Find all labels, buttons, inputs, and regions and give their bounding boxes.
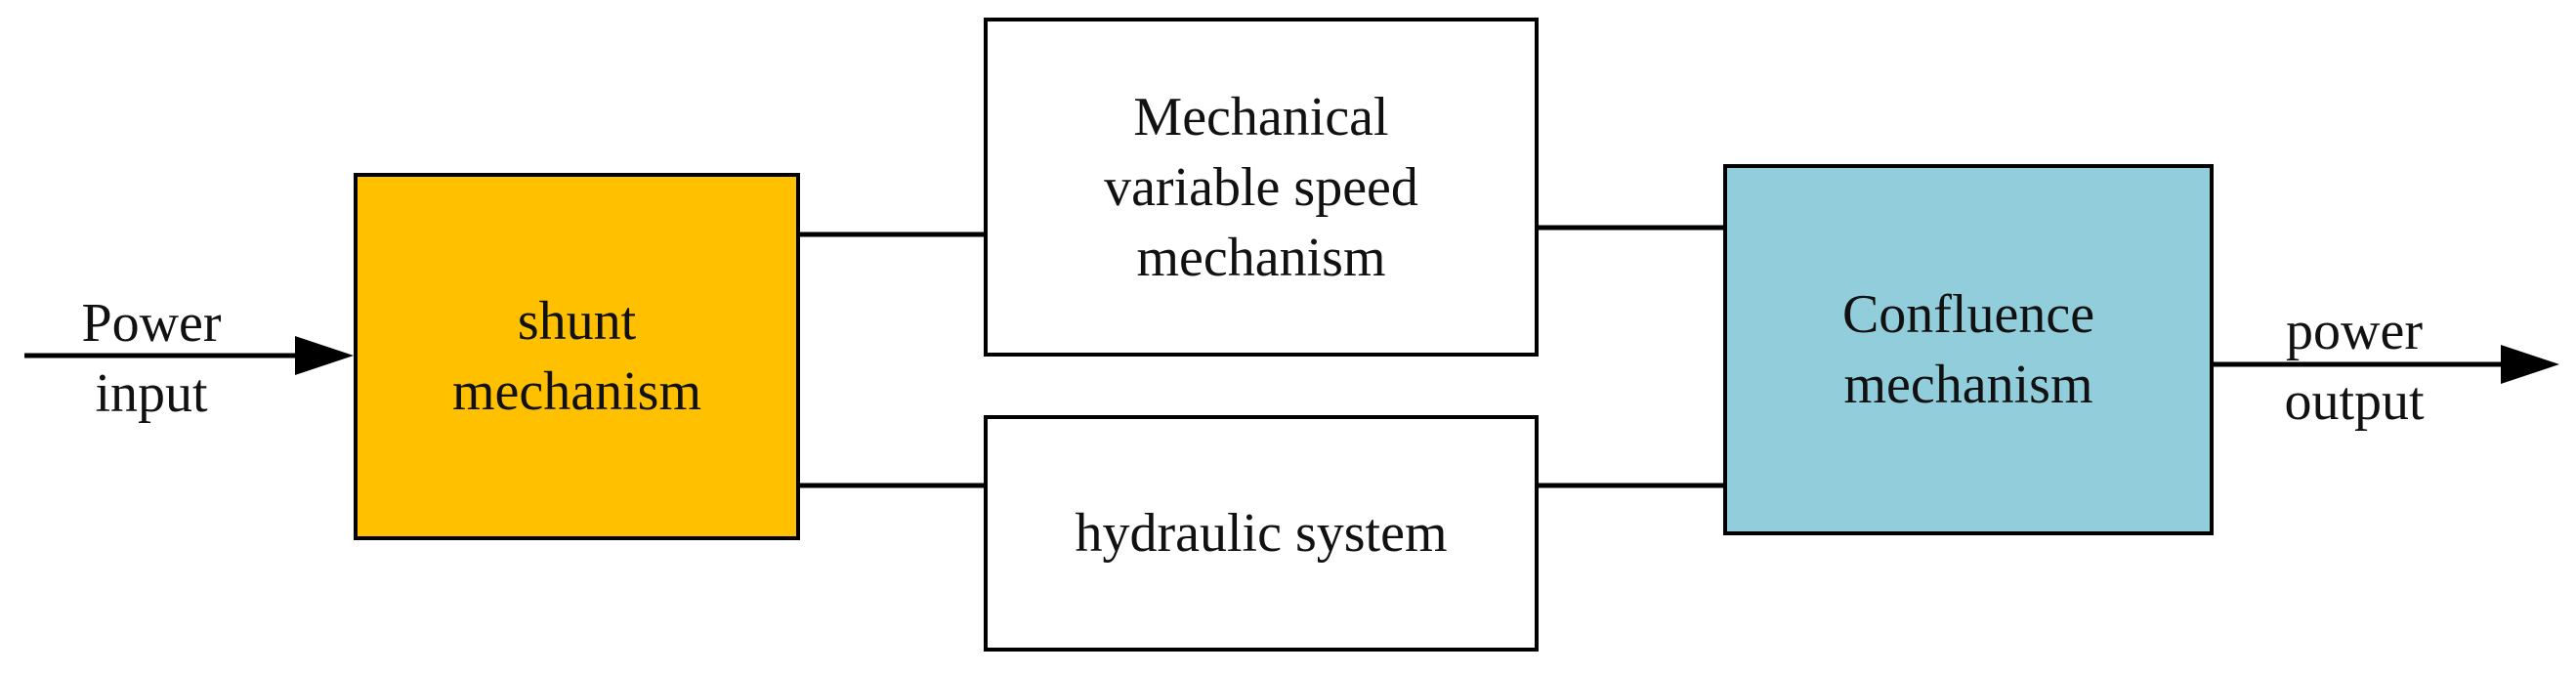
power-output-label: power output: [2284, 301, 2425, 432]
output-arrowhead: [2501, 345, 2559, 384]
power-input-label: Power input: [81, 293, 222, 424]
hydraulic-system-block: hydraulic system: [984, 415, 1539, 652]
mechanical-variable-speed-block: Mechanical variable speed mechanism: [984, 18, 1539, 357]
input-arrowhead: [295, 336, 354, 375]
shunt-mechanism-block: shunt mechanism: [354, 173, 800, 540]
confluence-mechanism-block: Confluence mechanism: [1723, 164, 2214, 535]
